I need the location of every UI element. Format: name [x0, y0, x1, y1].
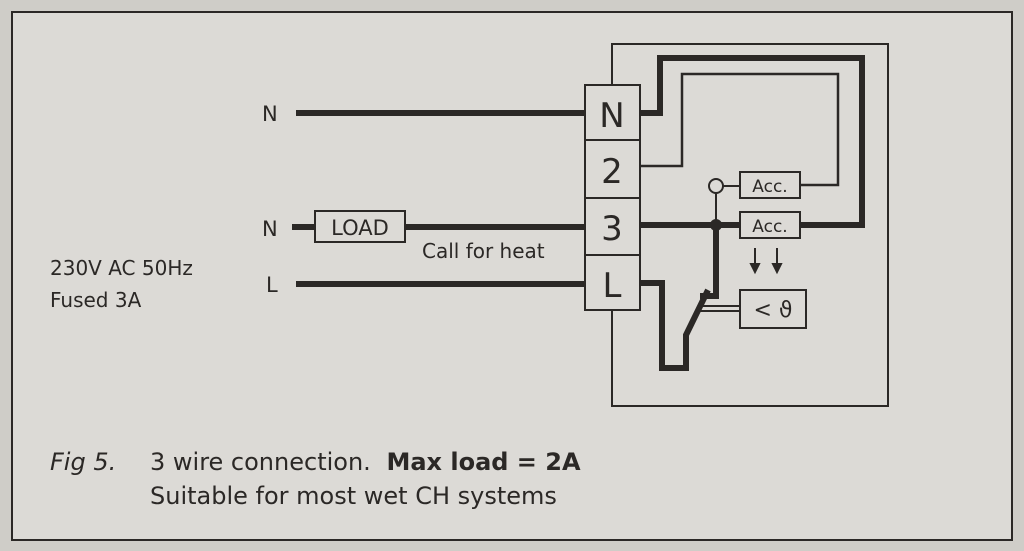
label-n-top: N — [262, 102, 278, 126]
terminal-2: 2 — [601, 152, 623, 192]
down-arrows-icon — [749, 248, 783, 275]
accessory-box-1 — [739, 171, 801, 199]
internal-neutral-wire — [640, 55, 865, 228]
call-for-heat-label: Call for heat — [422, 239, 545, 263]
terminal-block: N 2 3 L — [584, 84, 641, 311]
accessory-label-1: Acc. — [752, 177, 787, 197]
terminal-2-wire — [640, 72, 840, 187]
supply-fuse: Fused 3A — [50, 288, 142, 312]
label-n-load: N — [262, 217, 278, 241]
load-label: LOAD — [331, 216, 389, 240]
caption-fig: Fig 5. — [50, 448, 116, 476]
supply-voltage: 230V AC 50Hz — [50, 256, 193, 280]
terminal-3: 3 — [601, 209, 623, 249]
caption-line-1: Fig 5. 3 wire connection. Max load = 2A — [50, 448, 581, 476]
thermostat-sensor-box — [739, 289, 807, 329]
caption-line-2: Suitable for most wet CH systems — [150, 482, 557, 510]
thermostat-symbol: < ϑ — [753, 298, 792, 323]
switch-contact — [640, 280, 711, 371]
figure-frame — [11, 11, 1013, 541]
caption-max-load: Max load = 2A — [386, 448, 581, 476]
accessory-box-2 — [739, 211, 801, 239]
terminal-l: L — [603, 266, 622, 306]
terminal-n: N — [599, 96, 624, 136]
accessory-label-2: Acc. — [752, 217, 787, 237]
caption-text: 3 wire connection. — [150, 448, 371, 476]
label-l: L — [266, 273, 278, 297]
